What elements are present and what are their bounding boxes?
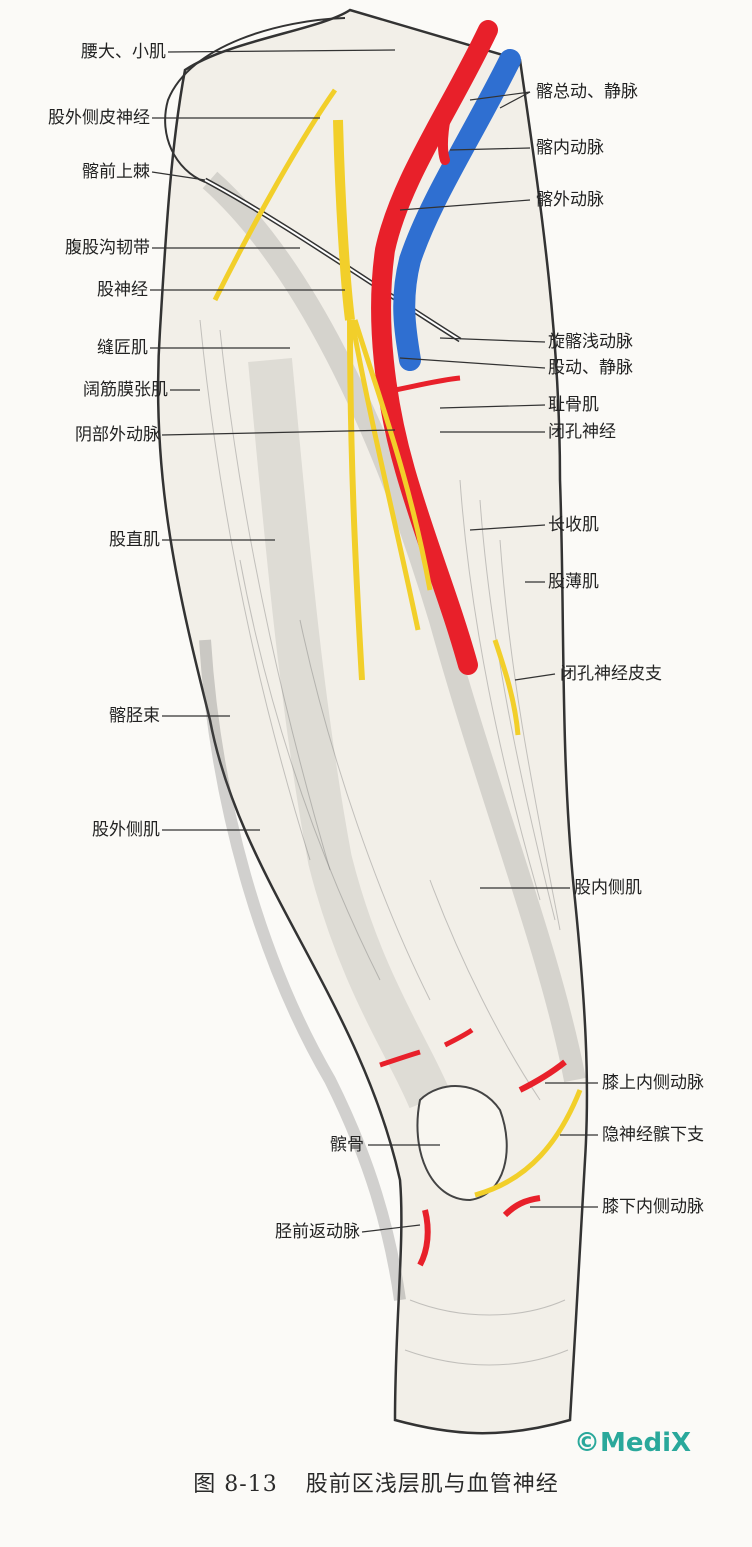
label-adductor-longus: 长收肌	[548, 515, 599, 535]
rectus-band	[248, 357, 451, 1109]
label-vastus-medialis: 股内侧肌	[574, 878, 642, 898]
genicular-branch-1	[518, 1059, 567, 1093]
label-gracilis: 股薄肌	[548, 572, 599, 592]
label-psoas: 腰大、小肌	[81, 42, 166, 62]
iliac-femoral-artery	[371, 20, 498, 675]
lateral-cutaneous-nerve-path	[212, 88, 338, 302]
label-common-iliac: 髂总动、静脉	[536, 82, 638, 102]
femoral-nerve-branch-2	[349, 319, 421, 631]
label-femoral-nerve: 股神经	[97, 280, 148, 300]
watermark: ©MediX	[574, 1428, 692, 1458]
patella-shape	[416, 1085, 508, 1202]
label-superficial-circumflex: 旋髂浅动脉	[548, 332, 633, 352]
femoral-nerve-path	[333, 119, 355, 321]
figure-caption: 图 8-13 股前区浅层肌与血管神经	[0, 1466, 752, 1498]
thigh-outline	[156, 8, 589, 1435]
label-anterior-tibial-recurrent: 胫前返动脉	[275, 1222, 360, 1242]
obturator-cutaneous-path	[492, 639, 521, 736]
label-internal-iliac: 髂内动脉	[536, 138, 604, 158]
femoral-nerve-branch-3	[352, 319, 433, 591]
label-obturator-nerve: 闭孔神经	[548, 422, 616, 442]
label-tfl: 阔筋膜张肌	[83, 380, 168, 400]
label-iliotibial-tract: 髂胫束	[109, 706, 160, 726]
label-vastus-lateralis: 股外侧肌	[92, 820, 160, 840]
genicular-branch-2	[502, 1195, 541, 1218]
label-inguinal-ligament: 腹股沟韧带	[65, 238, 150, 258]
it-band	[199, 639, 406, 1301]
figure-number: 图 8-13	[193, 1472, 278, 1497]
iliac-crest	[164, 17, 346, 183]
label-pectineus: 耻骨肌	[548, 395, 599, 415]
label-infrapatellar-saphenous: 隐神经髌下支	[602, 1125, 704, 1145]
label-superior-medial-genicular: 膝上内侧动脉	[602, 1073, 704, 1093]
ext-pudendal-branch	[394, 375, 461, 393]
label-sartorius: 缝匠肌	[97, 338, 148, 358]
saphenous-infrapatellar-path	[474, 1089, 583, 1198]
muscular-branch-2	[443, 1027, 474, 1048]
femoral-nerve-branch-1	[347, 319, 365, 681]
leader-lines	[150, 49, 598, 1233]
label-rectus-femoris: 股直肌	[109, 530, 160, 550]
label-obturator-cutaneous: 闭孔神经皮支	[560, 664, 662, 684]
label-asis: 髂前上棘	[82, 162, 150, 182]
label-femoral-vessels: 股动、静脉	[548, 358, 633, 378]
sartorius-band	[202, 171, 586, 1083]
label-patella: 髌骨	[330, 1135, 364, 1155]
muscular-branch-1	[379, 1049, 421, 1068]
label-lateral-cutaneous-nerve: 股外侧皮神经	[48, 108, 150, 128]
label-inferior-medial-genicular: 膝下内侧动脉	[602, 1197, 704, 1217]
label-external-iliac: 髂外动脉	[536, 190, 604, 210]
muscle-hatching	[199, 319, 569, 1366]
iliac-vein	[393, 49, 521, 371]
recurrent-branch	[417, 1209, 431, 1267]
label-external-pudendal: 阴部外动脉	[75, 425, 160, 445]
figure-title: 股前区浅层肌与血管神经	[305, 1472, 559, 1497]
internal-iliac-branch	[437, 90, 455, 165]
